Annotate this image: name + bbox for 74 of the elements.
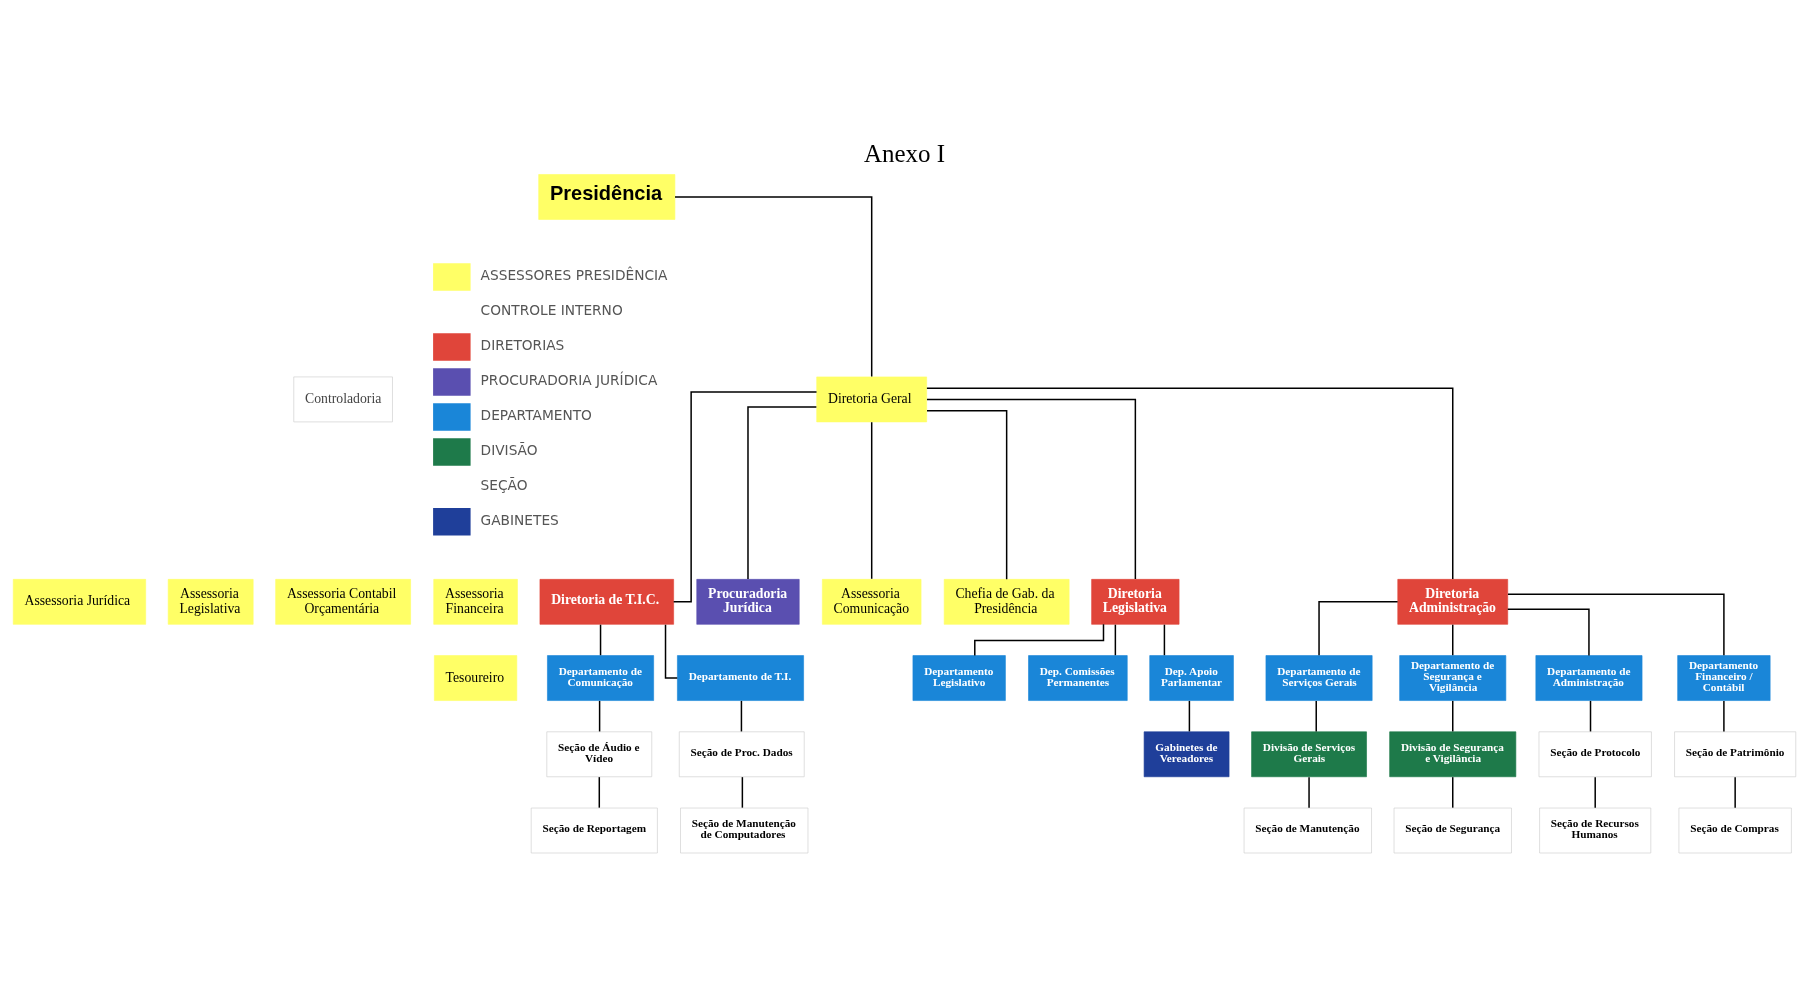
node-box: Departamento de Serviços Gerais	[1265, 654, 1373, 701]
connector	[598, 699, 601, 732]
node-box: Departamento de Comunicação	[547, 654, 654, 701]
node-box: Assessoria Contabil Orçamentária	[275, 578, 411, 625]
legend-label: PROCURADORIA JURÍDICA	[480, 371, 658, 388]
node-box: Diretoria Administração	[1397, 578, 1509, 625]
node-box: Seção de Recursos Humanos	[1539, 807, 1652, 853]
legend-label: DIRETORIAS	[480, 336, 565, 353]
node-box: Seção de Segurança	[1393, 807, 1512, 853]
connector	[1452, 775, 1454, 808]
connector	[1452, 623, 1454, 656]
connector	[1163, 623, 1166, 656]
connector	[1723, 699, 1725, 732]
node-box: Assessoria Comunicação	[822, 578, 922, 625]
connector	[747, 405, 818, 580]
node-box: Assessoria Jurídica	[12, 578, 146, 625]
node-box: Diretoria de T.I.C.	[539, 578, 674, 625]
node-box: Seção de Áudio e Vídeo	[546, 731, 653, 777]
connector	[599, 623, 602, 656]
node-box: Departamento de T.I.	[677, 654, 804, 701]
connector	[926, 409, 1008, 580]
connector	[1308, 775, 1310, 808]
connector	[926, 386, 1454, 580]
node-box: Departamento Financeiro / Contábil	[1677, 654, 1771, 701]
connector	[1188, 699, 1191, 732]
connector	[740, 699, 743, 732]
node-box: Divisão de Segurança e Vigilância	[1389, 731, 1517, 777]
node-box: Assessoria Legislativa	[167, 578, 254, 625]
node-box: Seção de Compras	[1678, 807, 1792, 853]
node-box: Tesoureiro	[434, 654, 518, 701]
legend-label: CONTROLE INTERNO	[480, 301, 623, 318]
connector	[926, 398, 1137, 580]
node-box: Assessoria Financeira	[433, 578, 518, 625]
connector	[672, 390, 818, 603]
node-box: Seção de Manutenção de Computadores	[680, 807, 809, 853]
node-box: Departamento de Segurança e Vigilância	[1399, 654, 1507, 701]
connector	[1589, 699, 1592, 732]
legend-label: DIVISÃO	[480, 441, 538, 458]
connector	[1594, 775, 1596, 808]
node-box: Departamento de Administração	[1535, 654, 1643, 701]
connector	[674, 195, 873, 377]
connector	[1452, 699, 1454, 732]
node-box: Gabinetes de Vereadores	[1143, 731, 1230, 777]
node-box: Departamento Legislativo	[912, 654, 1006, 701]
node-box: Seção de Protocolo	[1538, 731, 1652, 777]
connector	[974, 623, 1105, 656]
node-box: Dep. Comissões Permanentes	[1028, 654, 1128, 701]
node-box: Seção de Reportagem	[530, 807, 658, 853]
legend-label: DEPARTAMENTO	[480, 406, 592, 423]
connector	[870, 421, 873, 580]
legend-label: SEÇÃO	[480, 476, 528, 493]
node-box: Diretoria Geral	[816, 376, 927, 422]
node-box: Seção de Proc. Dados	[678, 731, 805, 777]
legend-label: GABINETES	[480, 511, 559, 528]
node-box: Seção de Patrimônio	[1674, 731, 1797, 777]
node-box: Controladoria	[293, 376, 393, 422]
legend-label: ASSESSORES PRESIDÊNCIA	[480, 266, 668, 283]
connector	[1734, 775, 1736, 808]
node-box: Dep. Apoio Parlamentar	[1149, 654, 1234, 701]
node-box: Chefia de Gab. da Presidência	[943, 578, 1070, 625]
connector	[1507, 593, 1725, 656]
connector	[741, 775, 744, 808]
connector	[664, 623, 678, 679]
node-box: Seção de Manutenção	[1243, 807, 1372, 853]
node-box: Presidência	[538, 173, 676, 220]
connector	[598, 775, 601, 808]
diagram-title: Anexo I	[863, 139, 946, 167]
node-box: Divisão de Serviços Gerais	[1251, 731, 1367, 777]
connector	[1114, 623, 1117, 656]
node-box: Procuradoria Jurídica	[696, 578, 800, 625]
connector	[1507, 608, 1590, 656]
connector	[1318, 600, 1399, 656]
node-box: Diretoria Legislativa	[1091, 578, 1180, 625]
connector	[1315, 699, 1317, 732]
